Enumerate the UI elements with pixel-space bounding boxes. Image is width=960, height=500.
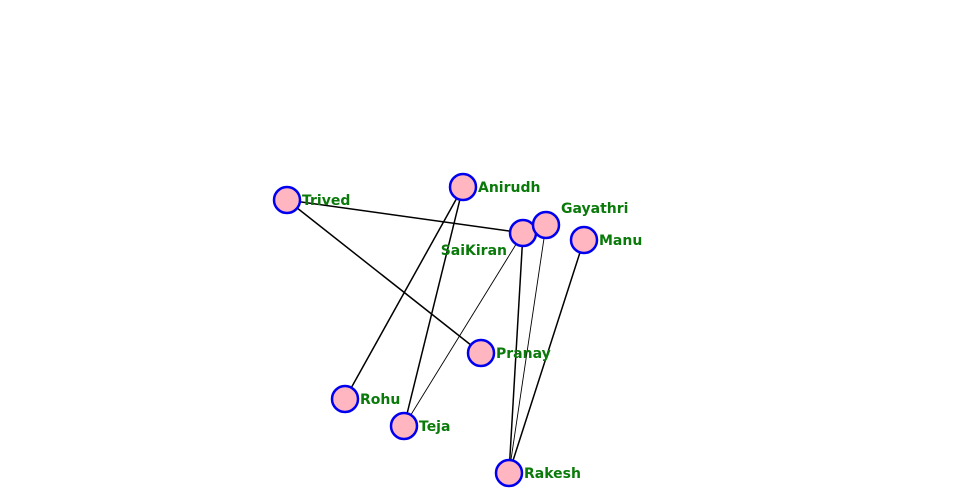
node-label-rakesh: Rakesh xyxy=(524,466,581,482)
node-gayathri[interactable] xyxy=(531,210,561,240)
edge-trived-pranay xyxy=(286,199,482,354)
edge-anirudh-teja xyxy=(403,186,464,427)
node-trived[interactable] xyxy=(272,185,302,215)
node-label-teja: Teja xyxy=(419,419,450,435)
edge-gayathri-rakesh xyxy=(508,224,547,474)
node-rohu[interactable] xyxy=(330,384,360,414)
node-rakesh[interactable] xyxy=(494,458,524,488)
edge-sai-rakesh xyxy=(508,232,524,474)
node-label-sai: SaiKiran xyxy=(441,243,507,259)
node-label-trived: Trived xyxy=(302,193,350,209)
node-label-gayathri: Gayathri xyxy=(561,201,628,217)
node-manu[interactable] xyxy=(569,225,599,255)
edge-trived-sai xyxy=(286,199,524,234)
node-pranay[interactable] xyxy=(466,338,496,368)
node-anirudh[interactable] xyxy=(448,172,478,202)
node-teja[interactable] xyxy=(389,411,419,441)
edge-manu-rakesh xyxy=(508,239,585,474)
node-label-rohu: Rohu xyxy=(360,392,400,408)
node-label-pranay: Pranay xyxy=(496,346,551,362)
node-label-manu: Manu xyxy=(599,233,642,249)
edge-sai-teja xyxy=(403,232,524,427)
edge-anirudh-rohu xyxy=(344,186,464,400)
node-label-anirudh: Anirudh xyxy=(478,180,540,196)
